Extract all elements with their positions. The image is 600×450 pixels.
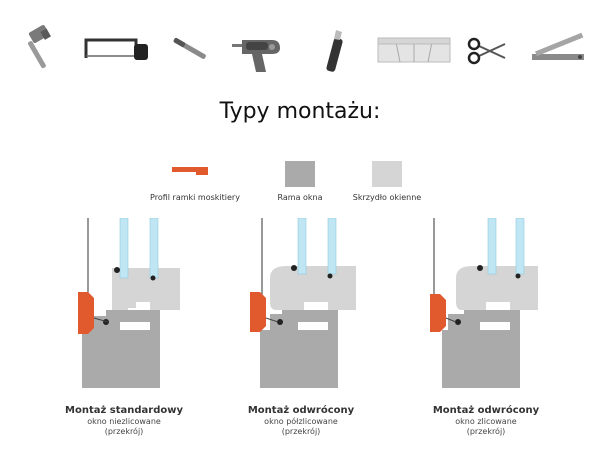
caption-line1: okno półzlicowane — [264, 417, 338, 426]
cross-section-reversed-semi-flush — [250, 218, 356, 388]
caption-line1: okno niezlicowane — [87, 417, 161, 426]
caption-reversed-flush: Montaż odwrócony okno zlicowane (przekró… — [406, 404, 566, 437]
page-title: Typy montażu: — [219, 99, 381, 124]
cross-section-reversed-flush — [430, 218, 538, 388]
caption-reversed-semi-flush: Montaż odwrócony okno półzlicowane (prze… — [221, 404, 381, 437]
angle-ruler-icon — [532, 32, 584, 60]
caption-standard: Montaż standardowy okno niezlicowane (pr… — [44, 404, 204, 437]
caption-line1: okno zlicowane — [455, 417, 517, 426]
caption-title: Montaż standardowy — [65, 405, 183, 416]
file-icon — [173, 38, 206, 59]
legend-sash-swatch — [372, 161, 402, 187]
utility-knife-icon — [326, 30, 343, 72]
caption-line2: (przekrój) — [104, 427, 144, 436]
legend-profile-swatch — [172, 167, 208, 175]
window-frame — [82, 330, 160, 388]
legend-label-frame: Rama okna — [277, 193, 323, 202]
hammer-icon — [28, 25, 51, 69]
scissors-icon — [467, 37, 506, 65]
legend-label-profile: Profil ramki moskitiery — [150, 193, 240, 202]
legend-frame-swatch — [285, 161, 315, 187]
legend-label-sash: Skrzydło okienne — [352, 193, 422, 202]
screen-profile — [78, 292, 94, 334]
hacksaw-icon — [84, 38, 148, 60]
drill-icon — [232, 40, 280, 72]
caption-line2: (przekrój) — [466, 427, 506, 436]
caption-title: Montaż odwrócony — [247, 405, 355, 416]
cross-section-standard — [78, 218, 180, 388]
caption-title: Montaż odwrócony — [432, 405, 540, 416]
miter-box-icon — [377, 37, 451, 63]
glass-pane — [119, 218, 129, 279]
caption-line2: (przekrój) — [281, 427, 321, 436]
